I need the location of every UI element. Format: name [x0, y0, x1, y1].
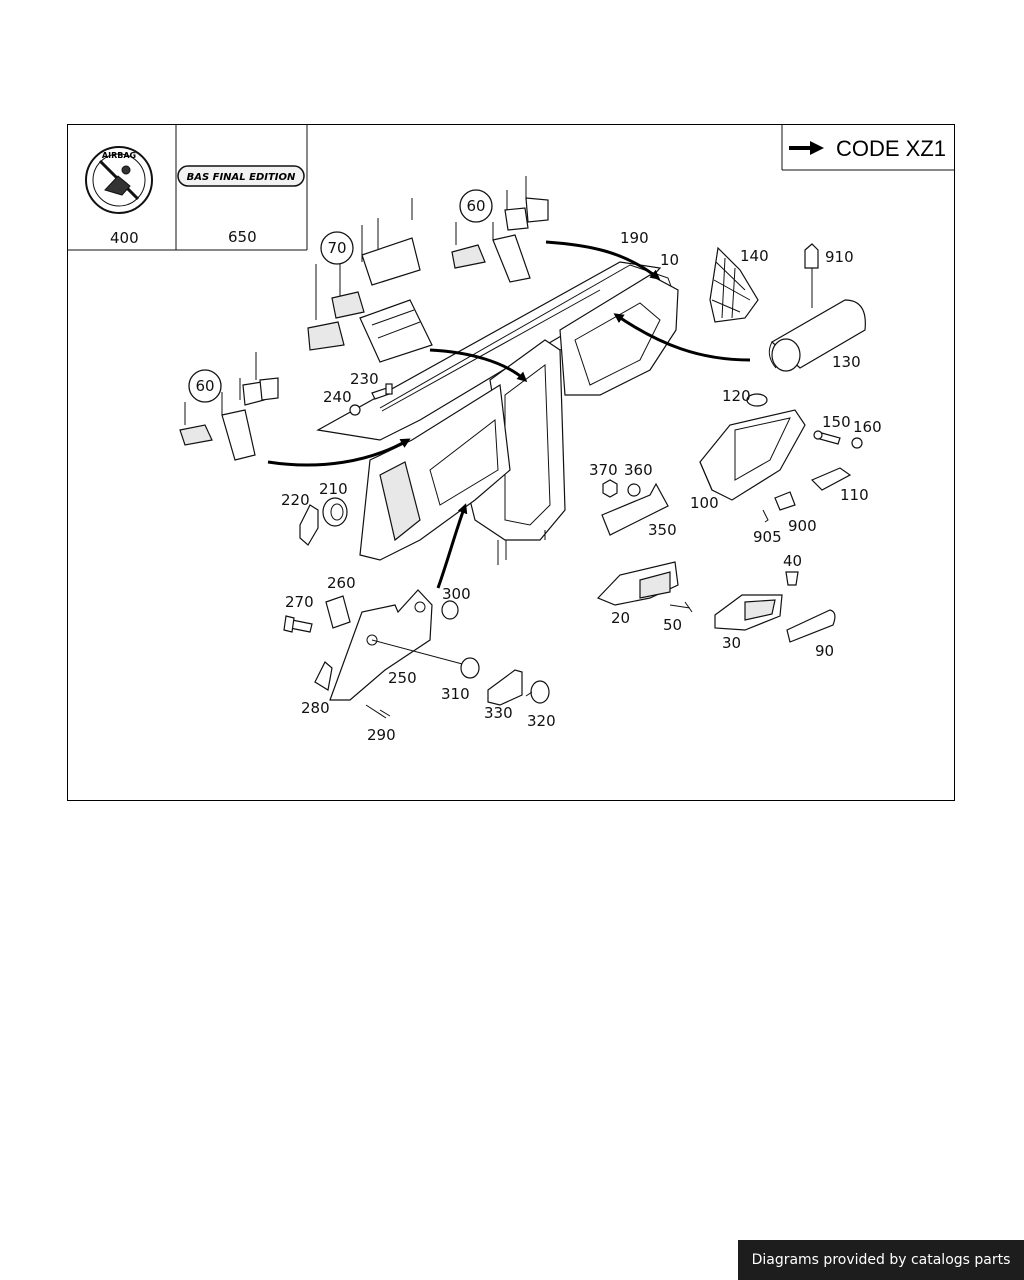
callout-30: 30 [722, 634, 741, 652]
arrow-vent-right [545, 240, 661, 280]
callout-260: 260 [327, 574, 356, 592]
callout-310: 310 [441, 685, 470, 703]
callout-90: 90 [815, 642, 834, 660]
vent-group-left [179, 352, 279, 461]
callout-650: 650 [228, 228, 257, 246]
reference-boxes [67, 124, 308, 251]
callout-70: 70 [327, 239, 346, 257]
callout-270: 270 [285, 593, 314, 611]
pin-905 [762, 509, 769, 523]
callout-60-left: 60 [195, 377, 214, 395]
callout-40: 40 [783, 552, 802, 570]
bracket-900 [774, 491, 796, 511]
callout-130: 130 [832, 353, 861, 371]
arrow-vent-left [267, 438, 411, 467]
cap-320 [525, 680, 550, 704]
bracket-330 [487, 669, 523, 706]
code-xz1-box: CODE XZ1 [781, 124, 955, 171]
callout-350: 350 [648, 521, 677, 539]
switch-panel-30 [714, 594, 783, 631]
callout-280: 280 [301, 699, 330, 717]
final-edition-badge-text: BAS FINAL EDITION [187, 172, 296, 183]
final-edition-badge-icon: BAS FINAL EDITION [177, 165, 305, 187]
callout-10: 10 [660, 251, 679, 269]
passenger-airbag-module [768, 299, 866, 372]
grommet-310 [460, 657, 480, 679]
callout-900: 900 [788, 517, 817, 535]
latch-110 [810, 467, 852, 491]
callout-100: 100 [690, 494, 719, 512]
callout-905: 905 [753, 528, 782, 546]
callout-910: 910 [825, 248, 854, 266]
clip-280 [314, 661, 333, 691]
callout-140: 140 [740, 247, 769, 265]
callout-240: 240 [323, 388, 352, 406]
nut-370 [602, 479, 618, 498]
callout-20: 20 [611, 609, 630, 627]
callout-190: 190 [620, 229, 649, 247]
knee-bar-plate-250 [329, 589, 433, 701]
glove-box-part [699, 409, 806, 501]
callout-330: 330 [484, 704, 513, 722]
clip-part-120 [746, 393, 768, 407]
callout-370: 370 [589, 461, 618, 479]
vent-group-center [307, 198, 433, 363]
callout-290: 290 [367, 726, 396, 744]
callout-320: 320 [527, 712, 556, 730]
callout-50: 50 [663, 616, 682, 634]
dashboard-carrier [316, 261, 679, 565]
side-grille-part [709, 246, 759, 323]
clip-260 [325, 595, 351, 629]
callout-labels: 400 650 60 70 60 190 10 140 910 130 120 … [110, 197, 882, 744]
callout-400: 400 [110, 229, 139, 247]
arrow-knee-bar [436, 503, 468, 589]
footer-attribution: Diagrams provided by catalogs parts [738, 1240, 1024, 1280]
airbag-sticker-text: AIRBAG [102, 151, 136, 160]
label-tag-part [804, 243, 819, 308]
bulb-40 [785, 571, 799, 586]
screw-50 [669, 601, 693, 613]
callout-220: 220 [281, 491, 310, 509]
screw-290 [365, 704, 391, 719]
vent-group-right [451, 176, 549, 283]
bracket-210 [322, 497, 348, 527]
arrow-head-icon [810, 141, 824, 155]
cover-90 [786, 609, 836, 643]
handle-350 [601, 482, 669, 536]
callout-160: 160 [853, 418, 882, 436]
callout-250: 250 [388, 669, 417, 687]
washer-160 [851, 437, 863, 449]
callout-210: 210 [319, 480, 348, 498]
washer-240 [349, 404, 361, 416]
grommet-300 [441, 600, 459, 620]
airbag-sticker-icon: AIRBAG [85, 146, 153, 214]
diagram-frame [67, 124, 955, 801]
washer-360 [627, 483, 641, 497]
clip-220 [299, 504, 319, 546]
switch-panel-20 [596, 561, 679, 606]
bolt-150 [813, 430, 841, 445]
code-xz1-label: CODE XZ1 [836, 136, 946, 161]
callout-110: 110 [840, 486, 869, 504]
arrow-vent-center [429, 348, 528, 383]
callout-360: 360 [624, 461, 653, 479]
callout-60-right: 60 [466, 197, 485, 215]
arrow-airbag [613, 313, 751, 362]
callout-120: 120 [722, 387, 751, 405]
callout-230: 230 [350, 370, 379, 388]
bolt-230 [371, 383, 393, 400]
leader-250-310 [371, 639, 467, 666]
callout-150: 150 [822, 413, 851, 431]
bolt-270 [283, 615, 313, 633]
callout-300: 300 [442, 585, 471, 603]
